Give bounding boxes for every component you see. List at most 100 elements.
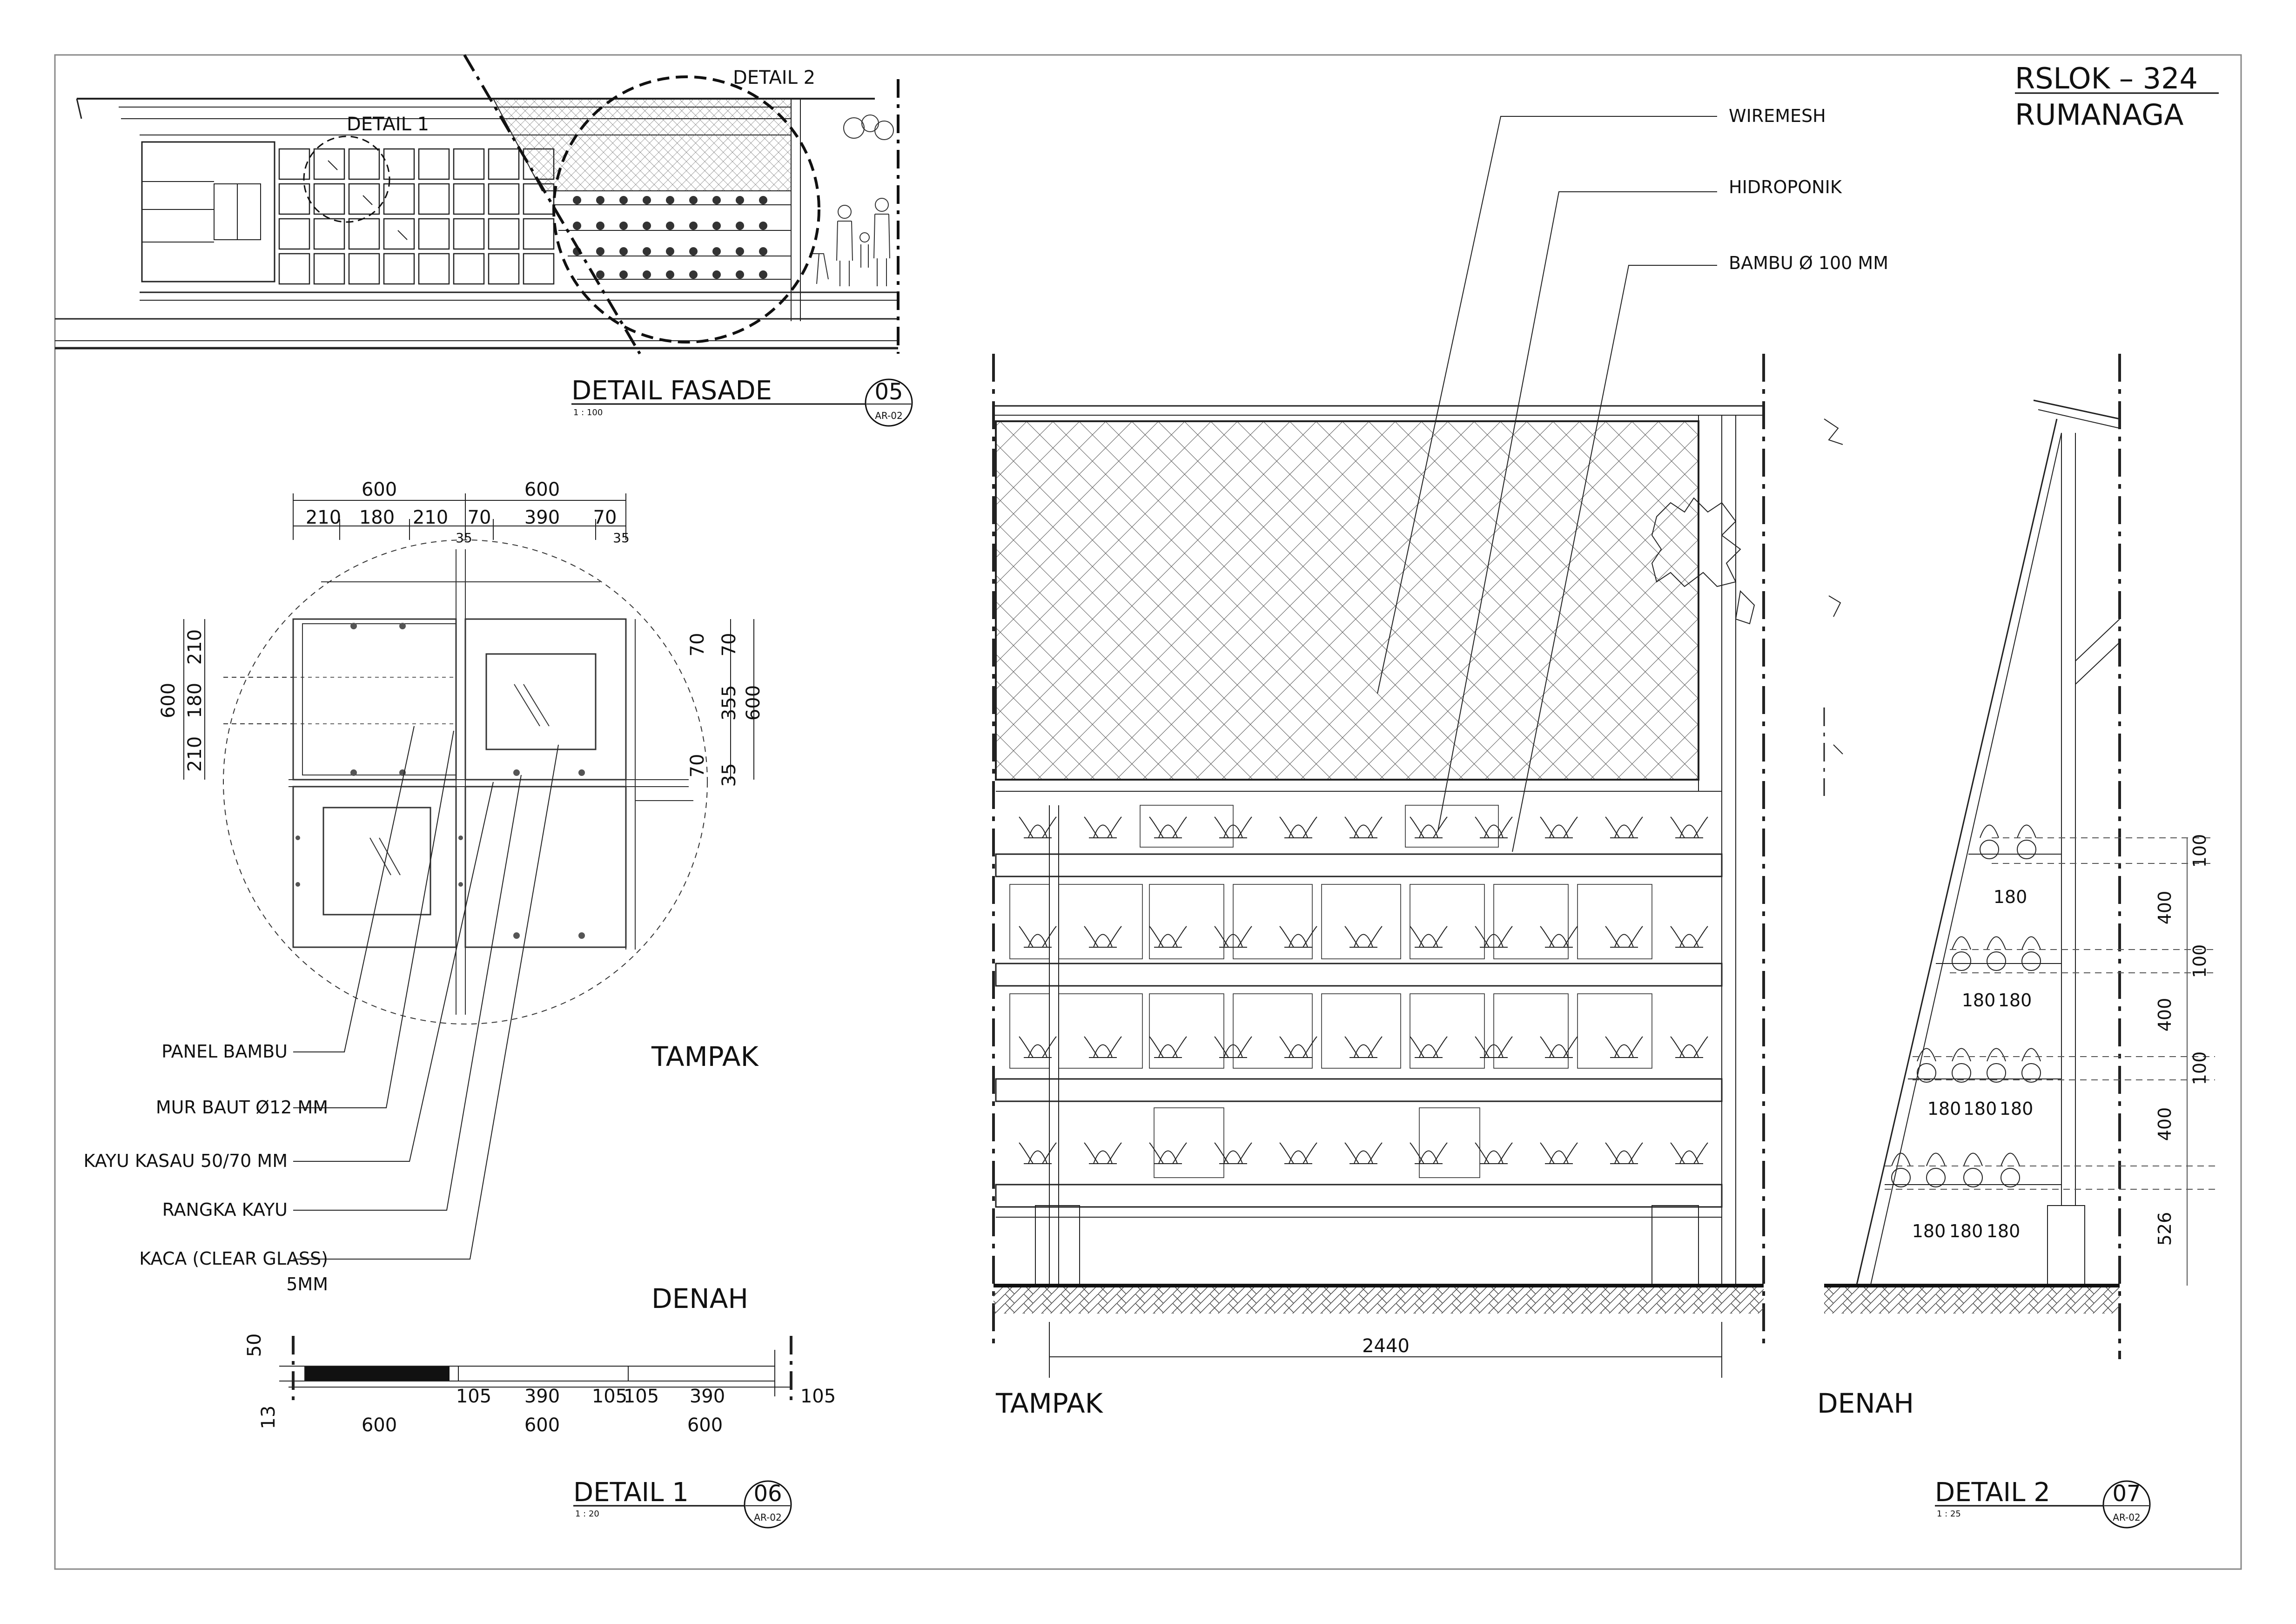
detail1-dimensions bbox=[183, 493, 791, 1388]
section-pots bbox=[1891, 824, 2041, 1187]
project-name: RUMANAGA bbox=[2015, 98, 2184, 132]
dimension-label: 180 bbox=[1998, 990, 2032, 1011]
note-hidroponik: HIDROPONIK bbox=[1729, 177, 1842, 197]
note-mur-baut: MUR BAUT Ø12 MM bbox=[156, 1097, 328, 1118]
dimension-label: 180 bbox=[1962, 990, 1996, 1011]
project-code: RSLOK – 324 bbox=[2015, 61, 2198, 95]
dimension-label: 105 bbox=[456, 1386, 491, 1407]
dimension-label: 180 bbox=[1912, 1221, 1946, 1241]
dimension-label: 600 bbox=[524, 479, 560, 500]
tree-outline bbox=[1651, 497, 1755, 625]
dimension-label: 210 bbox=[184, 629, 206, 665]
dimension-label: 70 bbox=[687, 754, 708, 778]
note-panel-bambu: PANEL BAMBU bbox=[161, 1041, 288, 1062]
detail2-notes: WIREMESH HIDROPONIK BAMBU Ø 100 MM bbox=[1729, 106, 1888, 273]
break-line bbox=[463, 54, 641, 355]
sheet-border bbox=[54, 54, 2242, 1570]
detail1-notes: PANEL BAMBU MUR BAUT Ø12 MM KAYU KASAU 5… bbox=[83, 1041, 328, 1294]
note-rangka-kayu: RANGKA KAYU bbox=[162, 1199, 288, 1220]
detail2-view-label: TAMPAK bbox=[995, 1388, 1104, 1419]
dimension-label: 35 bbox=[456, 530, 472, 546]
detail1-callout-circle bbox=[303, 135, 390, 223]
detail2-section bbox=[1823, 354, 2121, 1359]
dimension-label: 600 bbox=[524, 1415, 560, 1436]
people-figures bbox=[810, 198, 890, 286]
detail2-width-label: 2440 bbox=[1362, 1335, 1410, 1357]
note-bambu: BAMBU Ø 100 MM bbox=[1729, 253, 1888, 273]
detail1-top-dimension-labels: 600 600 210 180 210 70 390 70 35 35 bbox=[306, 479, 630, 546]
dimension-label: 100 bbox=[2189, 1051, 2210, 1085]
dimension-label: 210 bbox=[413, 507, 448, 528]
dimension-label: 210 bbox=[184, 736, 206, 772]
dimension-label: 180 bbox=[1987, 1221, 2021, 1241]
detail1-leader-lines bbox=[293, 726, 559, 1260]
dimension-label: 390 bbox=[524, 507, 560, 528]
detail1-view-label: TAMPAK bbox=[651, 1041, 759, 1072]
note-kayu-kasau: KAYU KASAU 50/70 MM bbox=[83, 1151, 288, 1171]
detail2-leader-lines bbox=[1377, 116, 1717, 852]
dimension-label: 600 bbox=[362, 1415, 397, 1436]
detail1-scale: 1 : 20 bbox=[575, 1509, 599, 1519]
dimension-label: 70 bbox=[687, 633, 708, 657]
note-wiremesh: WIREMESH bbox=[1729, 106, 1826, 126]
dimension-label: 105 bbox=[624, 1386, 659, 1407]
dimension-label: 210 bbox=[306, 507, 341, 528]
dimension-label: 35 bbox=[613, 530, 630, 546]
fasade-title-block: DETAIL FASADE 1 : 100 05 AR-02 bbox=[571, 376, 913, 427]
detail1-title: DETAIL 1 bbox=[573, 1477, 689, 1508]
dimension-label: 400 bbox=[2155, 998, 2175, 1032]
detail2-scale: 1 : 25 bbox=[1937, 1509, 1961, 1519]
detail1-title-block: DETAIL 1 1 : 20 06 AR-02 bbox=[573, 1477, 792, 1529]
detail1-elevation bbox=[223, 539, 708, 1024]
detail2-title: DETAIL 2 bbox=[1935, 1477, 2050, 1508]
dimension-label: 105 bbox=[800, 1386, 836, 1407]
detail1-plan-dimension-labels: 50 13 105 390 105 105 390 105 600 600 60… bbox=[244, 1334, 836, 1436]
dimension-label: 600 bbox=[158, 683, 179, 718]
dimension-label: 100 bbox=[2189, 834, 2210, 868]
fasade-elevation bbox=[55, 98, 898, 350]
section-spacing-dimensions: 180 180 180 180 180 180 180 180 180 bbox=[1912, 887, 2034, 1241]
dimension-label: 600 bbox=[743, 685, 764, 721]
dimension-label: 180 bbox=[1963, 1098, 1997, 1119]
detail2-plan-label: DENAH bbox=[1817, 1388, 1914, 1419]
detail1-number: 06 bbox=[753, 1481, 782, 1507]
dimension-label: 100 bbox=[2189, 944, 2210, 978]
dimension-label: 400 bbox=[2155, 891, 2175, 925]
section-height-dimensions: 100 400 100 400 100 400 526 bbox=[2155, 834, 2210, 1246]
dimension-label: 400 bbox=[2155, 1107, 2175, 1141]
fasade-detail1-label: DETAIL 1 bbox=[347, 114, 429, 135]
wiremesh-panel bbox=[995, 420, 1699, 781]
detail1-left-dimension-labels: 600 210 180 210 bbox=[158, 629, 206, 772]
dimension-label: 50 bbox=[244, 1334, 265, 1357]
fasade-title: DETAIL FASADE bbox=[571, 376, 772, 406]
dimension-label: 70 bbox=[718, 633, 740, 657]
note-kaca-thickness: 5MM bbox=[286, 1274, 328, 1294]
dimension-label: 600 bbox=[362, 479, 397, 500]
dimension-label: 35 bbox=[718, 763, 740, 787]
dimension-label: 180 bbox=[184, 683, 206, 718]
fasade-wiremesh-garden bbox=[492, 98, 894, 321]
hydroponic-plants bbox=[1019, 816, 1708, 1164]
dimension-label: 355 bbox=[718, 685, 740, 721]
dimension-label: 600 bbox=[687, 1415, 723, 1436]
dimension-label: 180 bbox=[359, 507, 395, 528]
dimension-label: 390 bbox=[524, 1386, 560, 1407]
dimension-label: 105 bbox=[592, 1386, 627, 1407]
dimension-label: 70 bbox=[593, 507, 617, 528]
dimension-label: 180 bbox=[1949, 1221, 1983, 1241]
detail2-width-dimension bbox=[1049, 1322, 1722, 1378]
fasade-bamboo-panels bbox=[278, 148, 555, 285]
detail2-sheet: AR-02 bbox=[2113, 1512, 2140, 1523]
detail2-number: 07 bbox=[2112, 1481, 2141, 1507]
fasade-scale: 1 : 100 bbox=[573, 408, 603, 418]
dimension-label: 526 bbox=[2155, 1212, 2175, 1246]
dimension-label: 180 bbox=[1994, 887, 2027, 907]
detail1-right-dimension-labels: 70 70 355 600 70 35 bbox=[687, 633, 764, 787]
dimension-label: 180 bbox=[1927, 1098, 1961, 1119]
ground-hatch bbox=[994, 1286, 1764, 1314]
dimension-label: 180 bbox=[2000, 1098, 2034, 1119]
project-title-block: RSLOK – 324 RUMANAGA bbox=[2015, 61, 2219, 132]
detail1-sheet: AR-02 bbox=[754, 1512, 781, 1523]
fasade-number: 05 bbox=[874, 379, 903, 405]
